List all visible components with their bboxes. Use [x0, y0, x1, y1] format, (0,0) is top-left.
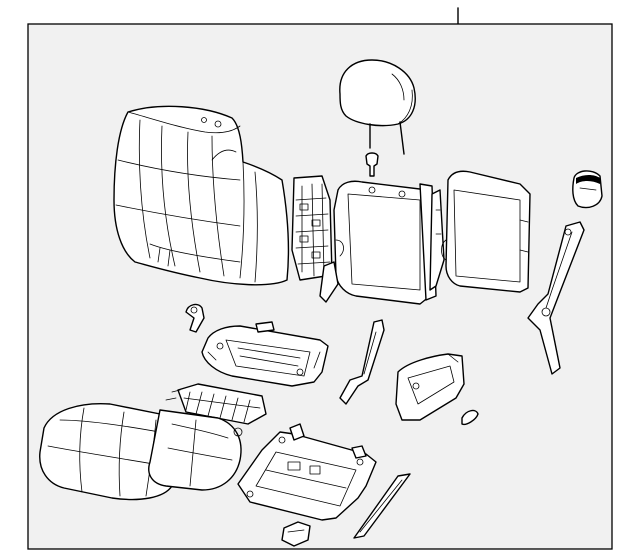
cushion-pad [148, 409, 243, 491]
track-cover [281, 521, 311, 547]
seat-spring [165, 383, 267, 425]
side-shield [395, 353, 465, 421]
seat-adjuster [237, 423, 377, 521]
back-frame [319, 180, 437, 305]
recliner-handle [339, 319, 385, 405]
cushion-frame [201, 321, 329, 387]
headrest-guide [365, 152, 379, 177]
back-panel [441, 170, 531, 293]
back-pad [291, 175, 333, 281]
trim-cap [572, 170, 603, 209]
seat-back-cover [113, 105, 290, 286]
handle [185, 303, 205, 333]
latch-clip [461, 409, 479, 426]
track-trim [353, 473, 411, 539]
headrest [339, 59, 416, 155]
recliner-bracket [527, 221, 585, 375]
side-bezel [429, 189, 445, 291]
